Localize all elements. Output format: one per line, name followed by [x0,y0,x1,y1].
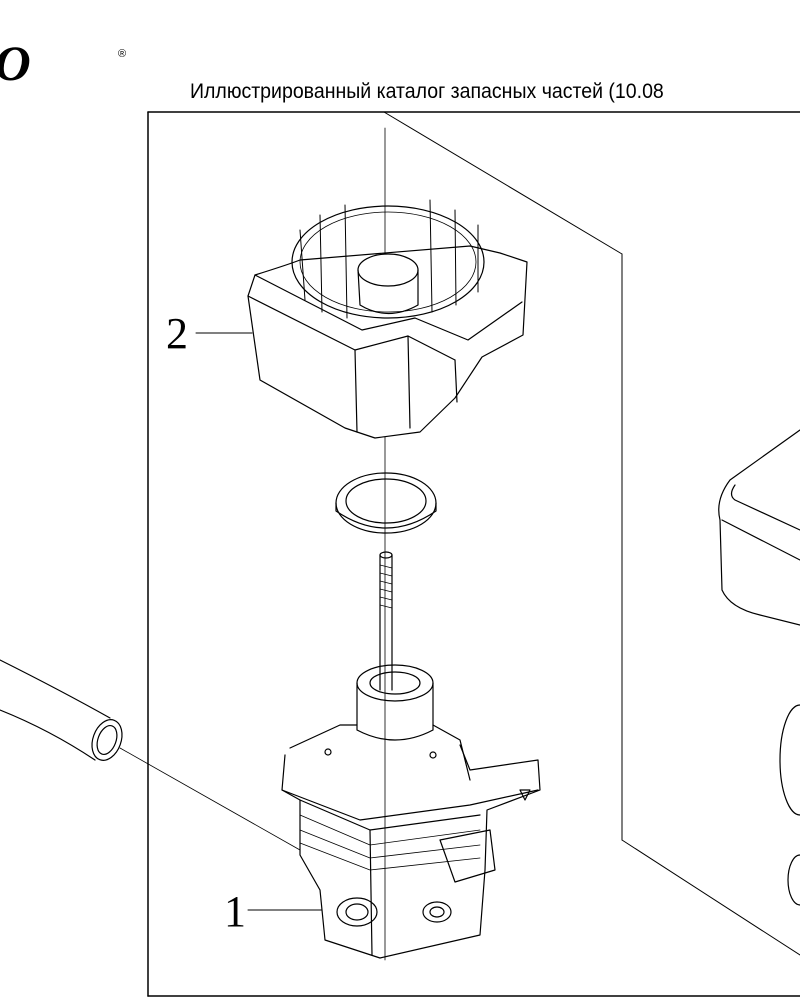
diagram-frame [147,111,800,997]
part-1-pump-body [281,664,541,959]
part-2-cover [247,199,528,439]
assembly-plane [383,111,800,956]
registered-mark: ® [118,48,127,60]
callout-part-1: 1 [224,887,246,936]
brand-name: ECHO [0,38,140,88]
partial-part-right [718,429,800,906]
catalog-title: Иллюстрированный каталог запасных частей… [190,80,664,103]
hose [0,659,301,851]
o-ring [335,472,437,534]
shaft-rod [379,551,393,691]
callout-part-2: 2 [166,309,188,358]
